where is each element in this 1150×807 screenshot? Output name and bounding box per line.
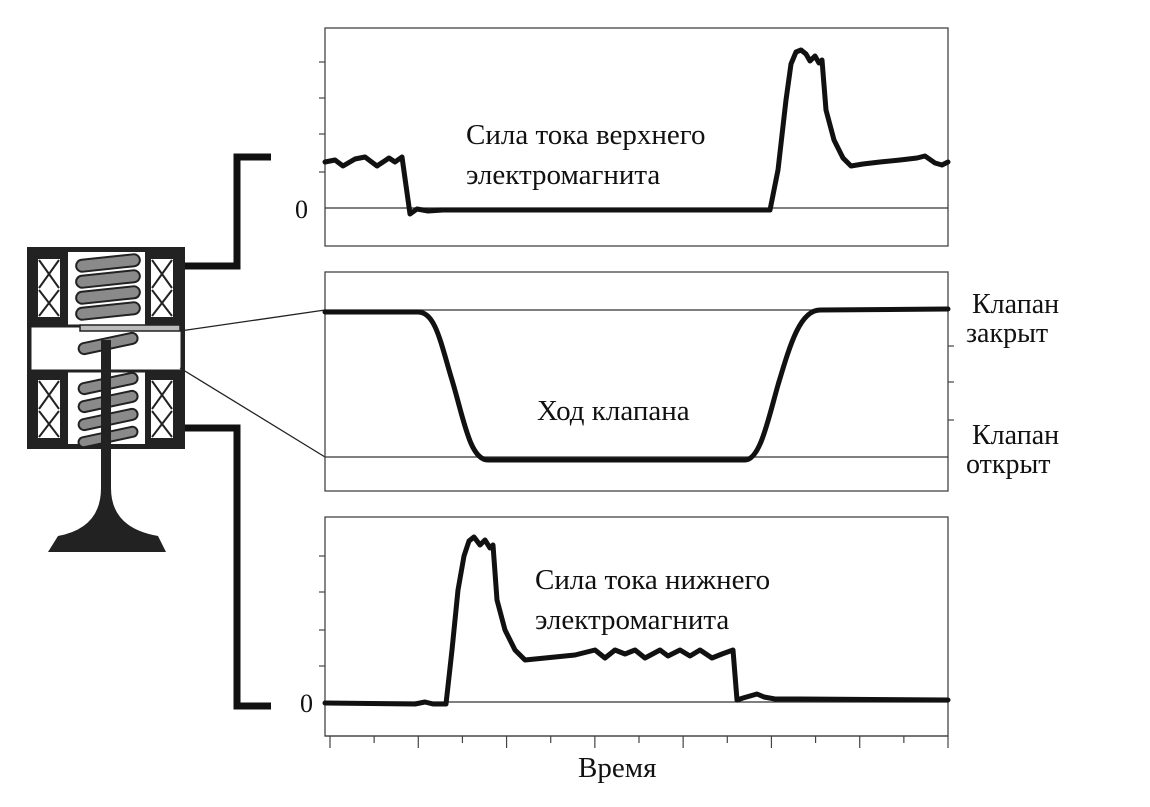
upper-coil-right [149, 257, 175, 319]
middle-panel: Ход клапана Клапан закрыт Клапан открыт [322, 271, 1059, 492]
lower-connector [185, 424, 271, 710]
upper-spring [75, 253, 141, 321]
upper-current-trace [322, 47, 951, 217]
valve-lift-trace [322, 306, 951, 463]
lower-zero-label: 0 [300, 689, 313, 718]
middle-panel-ticks [948, 345, 954, 421]
time-axis: Время [325, 735, 949, 784]
valve-open-label-line2: открыт [966, 449, 1051, 480]
upper-zero-label: 0 [295, 195, 308, 224]
lower-panel-ticks [319, 555, 325, 667]
lower-panel-label-line2: электромагнита [535, 604, 729, 636]
armature-disc [79, 324, 181, 332]
upper-panel-label-line1: Сила тока верхнего [466, 119, 705, 151]
upper-panel-ticks [319, 61, 325, 173]
upper-connector [185, 153, 271, 270]
valve-closed-label-line1: Клапан [972, 289, 1059, 320]
valve-head [48, 488, 166, 552]
projection-line-open [179, 367, 326, 458]
upper-coil-left [36, 257, 62, 319]
upper-panel-label-line2: электромагнита [466, 159, 660, 191]
valve-open-label-line1: Клапан [972, 420, 1059, 451]
upper-panel: 0 Сила тока верхнего электромагнита [295, 27, 951, 247]
upper-panel-frame [324, 27, 949, 247]
middle-panel-label: Ход клапана [537, 395, 690, 427]
valve-stem [101, 340, 111, 490]
lower-panel: 0 Сила тока нижнего электромагнита [300, 516, 951, 737]
projection-line-closed [179, 309, 326, 332]
time-axis-ticks [329, 736, 949, 748]
lower-panel-label-line1: Сила тока нижнего [535, 564, 770, 596]
valve-actuator-illustration [27, 247, 185, 552]
time-axis-label: Время [578, 752, 656, 784]
lower-coil-right [149, 378, 175, 440]
valve-closed-label-line2: закрыт [966, 318, 1048, 349]
lower-coil-left [36, 378, 62, 440]
lower-current-trace [322, 534, 951, 707]
